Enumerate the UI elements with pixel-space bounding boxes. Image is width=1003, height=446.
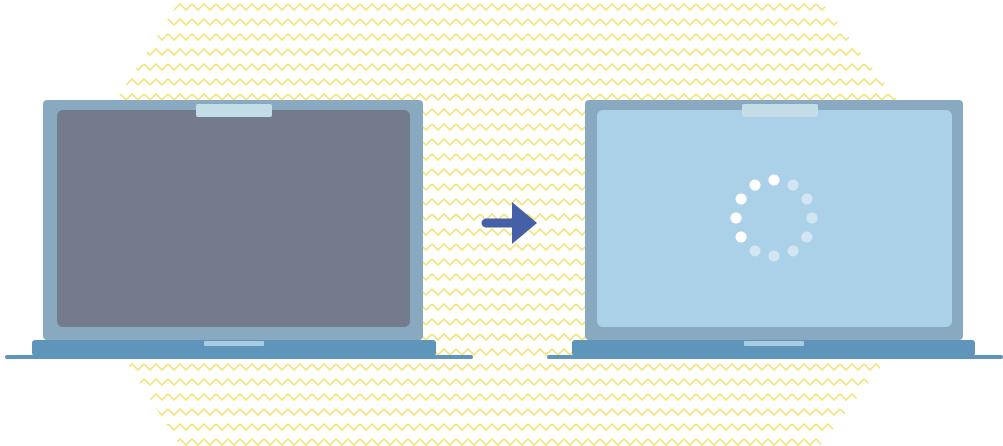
laptop-before-base-edge: [5, 355, 473, 359]
laptop-after-base-edge: [547, 355, 1003, 359]
spinner-dot-active: [731, 213, 742, 224]
laptop-after-base-notch: [744, 341, 804, 346]
spinner-dot-inactive: [769, 251, 780, 262]
spinner-dot-inactive: [750, 245, 761, 256]
laptop-before-base-notch: [204, 341, 264, 346]
laptop-after: [547, 100, 1003, 359]
spinner-dot-inactive: [801, 232, 812, 243]
spinner-dot-inactive: [807, 213, 818, 224]
spinner-dot-active: [736, 194, 747, 205]
spinner-dot-active: [750, 180, 761, 191]
laptop-before-screen: [57, 110, 410, 327]
spinner-dot-inactive: [801, 194, 812, 205]
laptop-after-camera-notch: [742, 104, 818, 117]
laptop-after-screen: [597, 110, 952, 327]
spinner-dot-inactive: [788, 245, 799, 256]
spinner-dot-active: [736, 232, 747, 243]
spinner-dot-inactive: [788, 180, 799, 191]
spinner-dot-active: [769, 175, 780, 186]
laptop-before-camera-notch: [196, 104, 272, 117]
laptop-before: [5, 100, 473, 359]
